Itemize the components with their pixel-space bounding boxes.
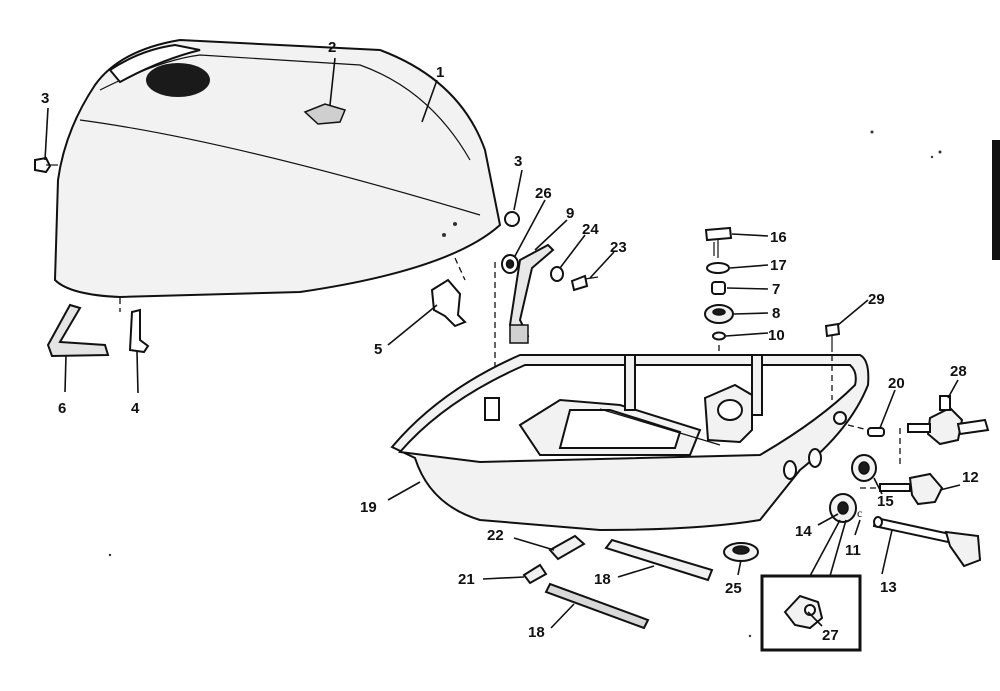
washer-24 [550, 266, 564, 282]
callout-1: 1 [436, 64, 444, 81]
inset-box [760, 519, 862, 652]
decal-plate [303, 103, 347, 125]
callout-2: 2 [328, 39, 336, 56]
fuel-connector [899, 395, 990, 465]
callout-8: 8 [772, 305, 780, 322]
callout-4: 4 [131, 400, 140, 417]
callout-23: 23 [610, 239, 627, 256]
callout-29: 29 [868, 291, 885, 308]
nut-10 [712, 331, 726, 341]
rod-18-lower [544, 582, 650, 630]
callout-16: 16 [770, 229, 787, 246]
sleeve-21 [522, 563, 548, 585]
callout-17: 17 [770, 257, 787, 274]
spacer-7 [711, 281, 726, 295]
washer-26 [501, 254, 519, 274]
callout-24: 24 [582, 221, 599, 238]
carry-handle [46, 303, 110, 358]
grommet-15 [851, 454, 877, 482]
callout-25: 25 [725, 580, 742, 597]
sleeve-22 [548, 534, 586, 561]
callout-15: 15 [877, 493, 894, 510]
callout-13: 13 [880, 579, 897, 596]
callout-14: 14 [795, 523, 812, 540]
callout-20: 20 [888, 375, 905, 392]
grommet-25 [723, 542, 759, 562]
washer-17 [706, 262, 730, 274]
callout-22: 22 [487, 527, 504, 544]
clip-11: c [857, 506, 862, 520]
vent-grille [146, 63, 210, 97]
screw-29 [824, 322, 841, 400]
callout-11: 11 [845, 542, 861, 559]
callout-28: 28 [950, 363, 967, 380]
callout-18-lower: 18 [528, 624, 545, 641]
bracket [119, 298, 150, 354]
callout-18-upper: 18 [594, 571, 611, 588]
callout-19: 19 [360, 499, 377, 516]
latch-pad [509, 324, 529, 344]
edge-bar [992, 140, 1000, 260]
lever-13 [872, 516, 982, 568]
bolt-16 [704, 226, 733, 258]
grommet-14 [829, 493, 857, 523]
upper-cover [53, 38, 502, 299]
plug-left [34, 156, 58, 174]
callout-7: 7 [772, 281, 780, 298]
leader-lines [44, 57, 961, 629]
callout-9: 9 [566, 205, 574, 222]
screw-23 [570, 274, 599, 292]
callout-3-left: 3 [41, 90, 49, 107]
pin-20 [847, 424, 885, 437]
callout-10: 10 [768, 327, 785, 344]
plug-right [442, 211, 520, 237]
callout-3-right: 3 [514, 153, 522, 170]
callout-12: 12 [962, 469, 979, 486]
rod-18-upper [604, 538, 714, 582]
latch-plate [430, 257, 467, 328]
choke-knob [860, 472, 944, 506]
callout-26: 26 [535, 185, 552, 202]
lower-cover [390, 354, 870, 532]
callout-5: 5 [374, 341, 382, 358]
callout-21: 21 [458, 571, 475, 588]
grommet-8 [704, 304, 734, 324]
callout-6: 6 [58, 400, 66, 417]
callout-27: 27 [822, 627, 839, 644]
